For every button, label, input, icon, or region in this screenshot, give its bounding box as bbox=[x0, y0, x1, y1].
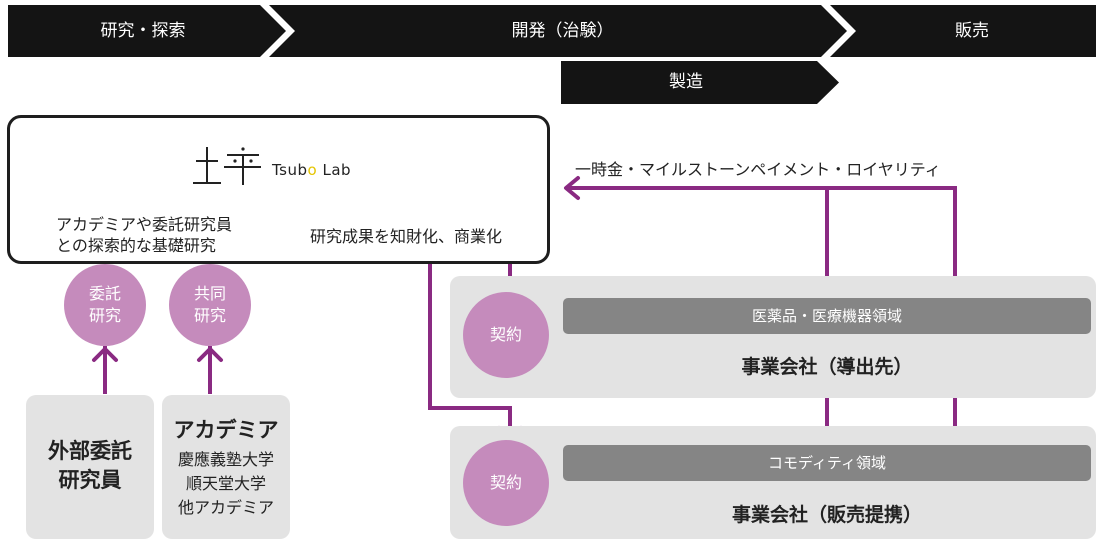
arrow-up-icon bbox=[92, 347, 118, 362]
contract-circle-sales: 契約 bbox=[463, 440, 549, 526]
sales-partner-company-box bbox=[450, 426, 1096, 539]
arrow-left-icon bbox=[564, 176, 580, 200]
phase-development-label: 開発（治験） bbox=[511, 21, 614, 41]
phase-manufacturing-chevron bbox=[561, 61, 839, 104]
phase-sales-chevron bbox=[830, 5, 1096, 57]
phase-manufacturing-label: 製造 bbox=[669, 72, 703, 92]
academia-list: 慶應義塾大学 順天堂大学 他アカデミア bbox=[162, 448, 290, 520]
external-researchers-title: 外部委託研究員 bbox=[48, 439, 132, 492]
arrow-up-icon bbox=[197, 347, 223, 362]
sales-partner-company-name: 事業会社（販売提携） bbox=[731, 504, 922, 526]
phase-research-label: 研究・探索 bbox=[100, 21, 186, 41]
tsubo-logo-icon bbox=[193, 147, 261, 185]
commercialize-description: 研究成果を知財化、商業化 bbox=[310, 227, 503, 246]
phase-chevron-bar bbox=[8, 5, 1096, 57]
licensee-domain-bar: 医薬品・医療機器領域 bbox=[563, 298, 1091, 334]
phase-sales-label: 販売 bbox=[955, 21, 989, 41]
academia-box bbox=[162, 395, 290, 539]
licensee-company-name: 事業会社（導出先） bbox=[741, 356, 913, 378]
joint-research-circle: 共同研究 bbox=[169, 264, 251, 346]
tsubo-lab-box bbox=[7, 115, 550, 264]
research-description-line1: アカデミアや委託研究員 bbox=[56, 215, 233, 234]
contract-circle-licensee: 契約 bbox=[463, 292, 549, 378]
phase-development-chevron bbox=[269, 5, 847, 57]
payment-flow-label: 一時金・マイルストーンペイメント・ロイヤリティ bbox=[575, 160, 941, 179]
research-description-line2: との探索的な基礎研究 bbox=[56, 236, 216, 255]
list-item: 順天堂大学 bbox=[185, 474, 266, 493]
commissioned-research-circle: 委託研究 bbox=[64, 264, 146, 346]
phase-research-chevron bbox=[8, 5, 286, 57]
list-item: 慶應義塾大学 bbox=[177, 450, 274, 469]
list-item: 他アカデミア bbox=[177, 498, 274, 517]
tsubo-lab-wordmark: Tsubo Lab bbox=[272, 161, 352, 179]
academia-title: アカデミア bbox=[173, 418, 279, 442]
sales-partner-domain-bar: コモディティ領域 bbox=[563, 445, 1091, 481]
licensee-company-box bbox=[450, 276, 1096, 398]
external-researchers-box bbox=[26, 395, 154, 539]
